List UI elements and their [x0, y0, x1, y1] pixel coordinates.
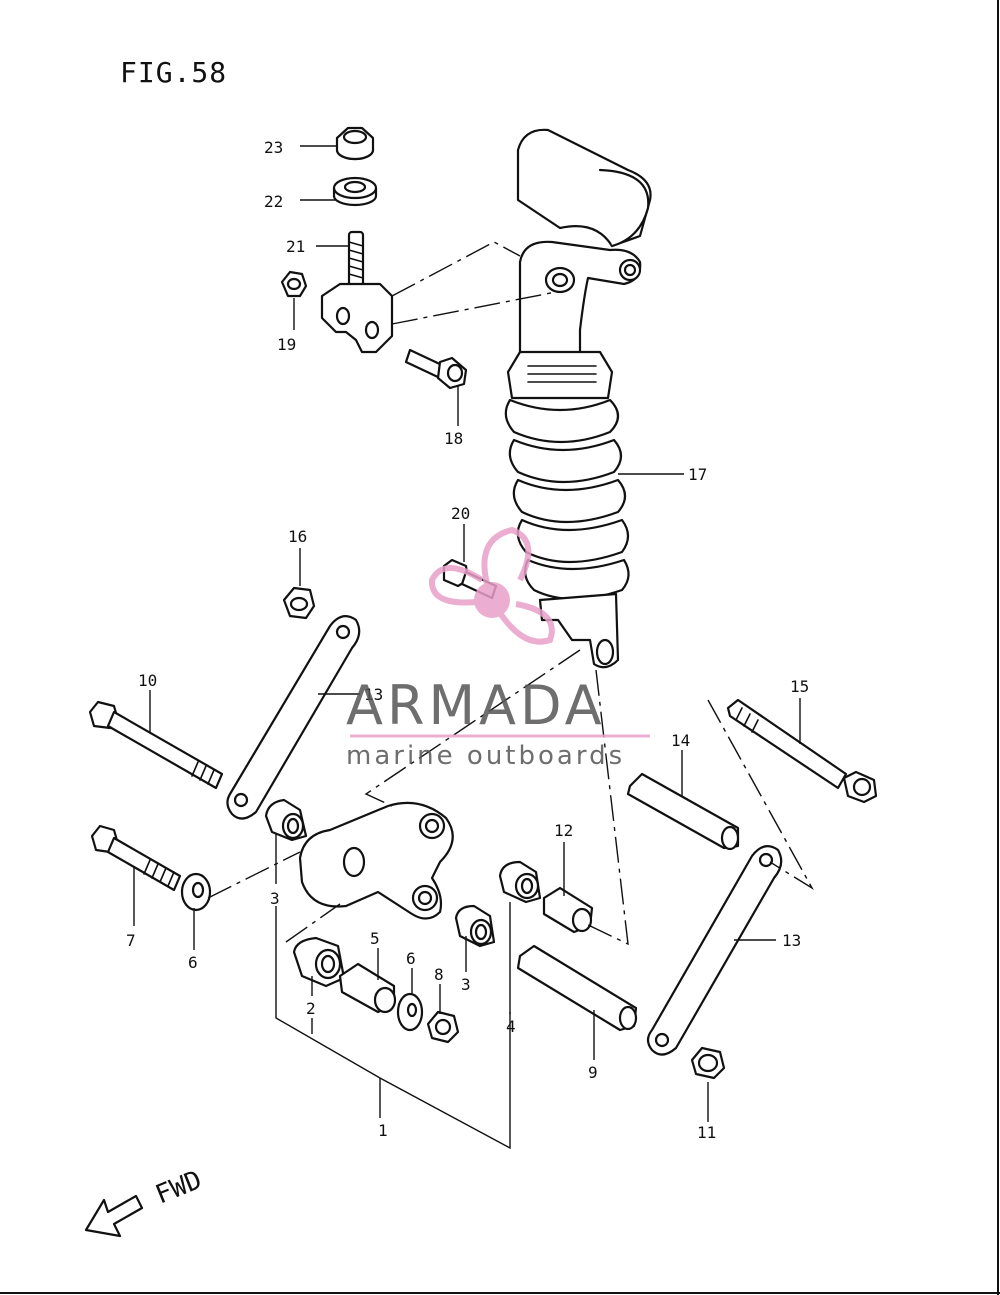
part-23-nut [335, 126, 375, 161]
callout-6-left: 6 [188, 953, 198, 972]
part-3-bushing-center [454, 904, 496, 948]
part-5-collar [338, 962, 397, 1014]
part-16-nut [282, 586, 316, 620]
callout-22: 22 [264, 192, 283, 211]
leader-lines [133, 145, 801, 1150]
figure-title: FIG.58 [120, 56, 227, 89]
armada-watermark: ARMADA marine outboards [346, 526, 650, 771]
callout-13-lower: 13 [782, 931, 801, 950]
part-17-shock-absorber [504, 128, 652, 669]
part-4-bushing [498, 860, 542, 904]
part-1-cushion-lever [298, 801, 454, 920]
callout-5: 5 [370, 929, 380, 948]
callout-11: 11 [697, 1123, 716, 1142]
part-6-washer-center [396, 992, 424, 1032]
callout-8: 8 [434, 965, 444, 984]
callout-7: 7 [126, 931, 136, 950]
propeller-logo-icon [428, 526, 555, 645]
part-12-collar [542, 886, 594, 934]
callout-2: 2 [306, 999, 316, 1018]
part-15-bolt [726, 698, 878, 804]
part-9-long-collar [516, 944, 638, 1032]
part-8-nut [426, 1010, 460, 1044]
part-3-bushing-left [264, 798, 308, 842]
part-21-clevis-adjuster [320, 230, 394, 354]
callout-10: 10 [138, 671, 157, 690]
callout-6-center: 6 [406, 949, 416, 968]
part-18-bolt [404, 348, 468, 390]
callout-3-left: 3 [270, 889, 280, 908]
part-6-washer-left [180, 872, 212, 912]
callout-9: 9 [588, 1063, 598, 1082]
callout-labels: 1 2 3 3 4 5 6 6 7 8 9 10 11 12 13 13 14 … [126, 138, 809, 1142]
callout-15: 15 [790, 677, 809, 696]
callout-3-center: 3 [461, 975, 471, 994]
callout-19: 19 [277, 335, 296, 354]
callout-12: 12 [554, 821, 573, 840]
callout-20: 20 [451, 504, 470, 523]
callout-17: 17 [688, 465, 707, 484]
callout-1: 1 [378, 1121, 388, 1140]
assembly-lines [207, 241, 814, 946]
part-19-nut [280, 270, 308, 298]
watermark-brand: ARMADA [346, 674, 606, 737]
callout-13-upper: 13 [364, 685, 383, 704]
part-7-bolt [90, 824, 182, 892]
forward-direction-indicator: FWD [84, 1165, 206, 1238]
callout-4: 4 [506, 1017, 516, 1036]
part-14-long-collar [626, 772, 740, 851]
fwd-label: FWD [151, 1165, 206, 1210]
part-13-tie-rod-left [226, 615, 361, 820]
part-2-bushing [292, 936, 346, 988]
part-13-tie-rod-right [646, 845, 783, 1056]
callout-14: 14 [671, 731, 690, 750]
callout-18: 18 [444, 429, 463, 448]
part-10-bolt [88, 700, 224, 790]
callout-21: 21 [286, 237, 305, 256]
callout-16: 16 [288, 527, 307, 546]
callout-23: 23 [264, 138, 283, 157]
part-22-washer [332, 176, 378, 207]
fwd-arrow-icon [84, 1194, 144, 1238]
watermark-tagline: marine outboards [346, 741, 625, 771]
part-11-nut [690, 1046, 726, 1080]
